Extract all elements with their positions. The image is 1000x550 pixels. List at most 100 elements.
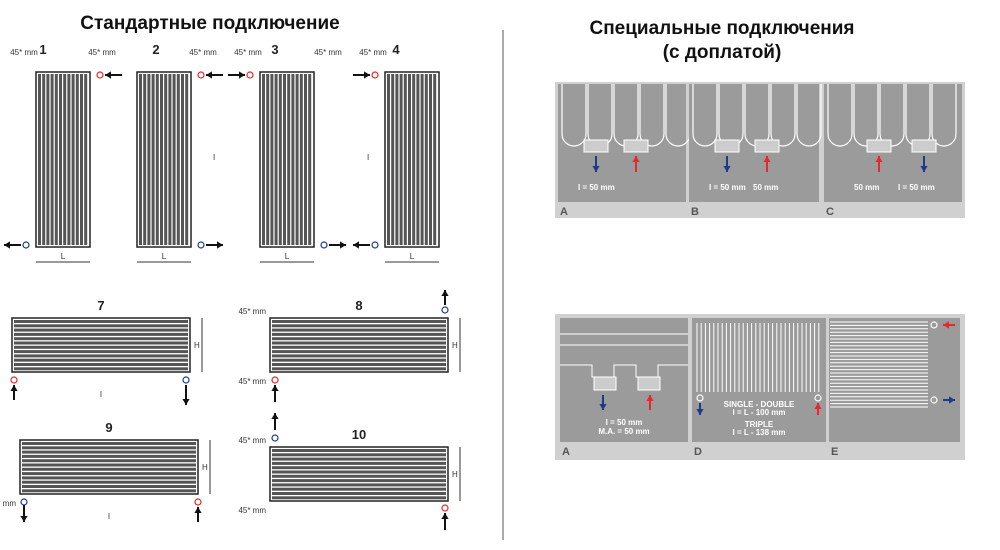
radiator-tube (272, 367, 446, 371)
radiator-tube (22, 454, 196, 458)
dimension-label: 45* mm (238, 377, 266, 386)
sub-panel (560, 318, 688, 442)
radiator-tube (272, 345, 446, 349)
radiator-tube (172, 74, 176, 245)
radiator-tube (22, 442, 196, 445)
dimension-label: I = 50 mm (578, 183, 615, 192)
arrowhead (763, 156, 771, 162)
radiator-outline (560, 364, 688, 378)
arrowhead (599, 404, 607, 410)
radiator-tube (155, 74, 159, 245)
spacing-label: I (108, 512, 110, 521)
radiator-tube (272, 328, 446, 332)
panel-label: A (560, 206, 568, 218)
radiator-tube (54, 74, 58, 245)
horizontal-connections (10, 290, 449, 530)
dimension-label: I = 50 mm (898, 183, 935, 192)
height-label: H (202, 463, 208, 472)
connection-number: 10 (352, 427, 366, 442)
radiator-tube (185, 74, 189, 245)
sub-panel (824, 84, 962, 202)
radiator-tube (433, 74, 437, 245)
radiator-tube (22, 467, 196, 471)
radiator-tube (22, 485, 196, 488)
radiator-column (561, 84, 587, 147)
radiator-column (931, 84, 957, 147)
radiator-tube (42, 74, 46, 245)
radiator-column (827, 84, 853, 147)
radiator-tube (266, 74, 270, 245)
radiator-column (770, 84, 796, 147)
valve-icon (197, 71, 205, 79)
radiator-tube (278, 74, 282, 245)
dimension-label: 50 mm (753, 183, 778, 192)
valve-icon (441, 504, 449, 512)
radiator-9: 9HI45* mm (0, 420, 211, 521)
radiator-column (692, 84, 718, 147)
radiator-tube (14, 328, 188, 332)
standard-title: Стандартные подключение (80, 13, 339, 34)
dimension-label: 45* mm (10, 48, 38, 57)
valve-icon (696, 394, 704, 402)
valve-icon (814, 394, 822, 402)
radiator-tube (272, 466, 446, 470)
radiator-tube (272, 474, 446, 478)
valve-icon (930, 396, 938, 404)
connector-block (911, 139, 937, 153)
radiator-tube (408, 74, 411, 245)
radiator-tube (274, 74, 278, 245)
valve-icon (20, 498, 28, 506)
radiator-tube (420, 74, 424, 245)
arrowhead (646, 395, 654, 401)
radiator-tube (424, 74, 428, 245)
radiator-tube (71, 74, 75, 245)
special-title-line1: Специальные подключения (589, 18, 854, 39)
valve-icon (371, 71, 379, 79)
radiator-tube (22, 480, 196, 484)
arrowhead (814, 403, 822, 409)
radiator-tube (38, 74, 41, 245)
arrowhead (696, 409, 704, 415)
radiator-tube (22, 459, 196, 463)
dimension-label: TRIPLE (745, 420, 774, 429)
radiator-tube (14, 354, 188, 358)
arrowhead (271, 385, 279, 391)
radiator-tube (151, 74, 155, 245)
connector-block (866, 139, 892, 153)
arrowhead (239, 71, 245, 79)
radiator-column (639, 84, 665, 147)
panel-label: C (826, 206, 834, 218)
arrowhead (632, 156, 640, 162)
valve-icon (197, 241, 205, 249)
panel-label: A (562, 446, 570, 458)
spacing-label: I (367, 153, 369, 162)
arrowhead (441, 513, 449, 519)
radiator-tube (270, 74, 274, 245)
radiator-tube (429, 74, 432, 245)
dimension-label: I = L - 100 mm (733, 408, 786, 417)
valve-icon (930, 321, 938, 329)
dimension-label: 45* mm (238, 436, 266, 445)
radiator-tube (14, 337, 188, 341)
spacing-label: I (213, 153, 215, 162)
radiator-tube (272, 449, 446, 452)
valve-icon (271, 376, 279, 384)
radiator-tube (272, 492, 446, 495)
radiator-tube (272, 461, 446, 465)
radiator-tube (164, 74, 168, 245)
radiator-tube (139, 74, 142, 245)
connector-block (754, 139, 780, 153)
width-label: L (285, 252, 290, 261)
dimension-label: 45* mm (238, 506, 266, 515)
radiator-tube (75, 74, 79, 245)
radiator-tube (147, 74, 151, 245)
special-title-line2: (с доплатой) (663, 42, 782, 63)
radiator-7: 7HI (11, 298, 203, 399)
connector-block (637, 376, 661, 391)
radiator-tube (272, 483, 446, 487)
